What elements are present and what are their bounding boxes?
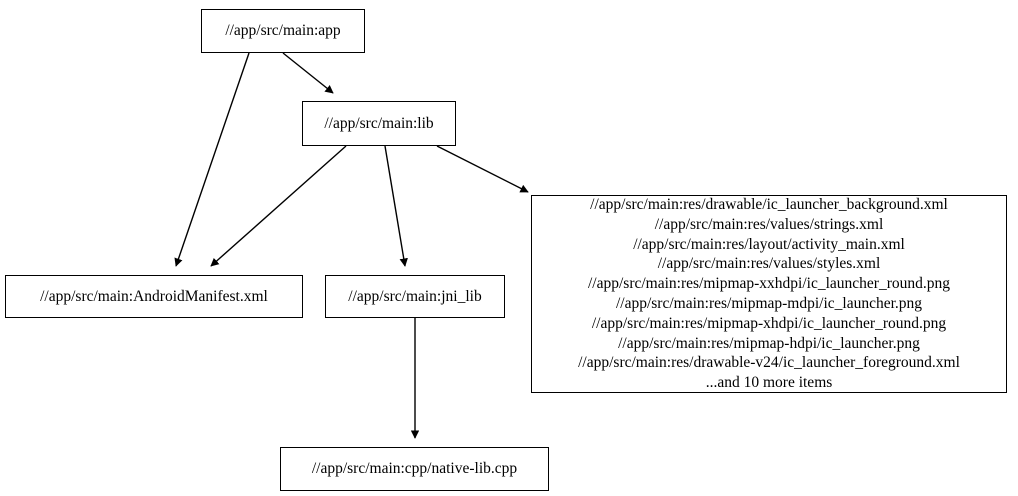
graph-node-androidmanifest[interactable]: //app/src/main:AndroidManifest.xml: [5, 275, 303, 318]
graph-node-app[interactable]: //app/src/main:app: [201, 9, 365, 53]
graph-node-native-lib-cpp-label: //app/src/main:cpp/native-lib.cpp: [311, 460, 518, 478]
graph-node-androidmanifest-label: //app/src/main:AndroidManifest.xml: [40, 287, 268, 305]
edge-lib-to-androidmanifest: [210, 145, 347, 267]
graph-node-resources[interactable]: //app/src/main:res/drawable/ic_launcher_…: [531, 195, 1007, 393]
graph-node-lib-label: //app/src/main:lib: [324, 114, 434, 132]
graph-node-app-label: //app/src/main:app: [225, 22, 341, 40]
graph-node-jni-lib[interactable]: //app/src/main:jni_lib: [325, 275, 505, 318]
edge-app-to-androidmanifest: [174, 52, 250, 267]
edge-app-to-lib: [282, 52, 334, 94]
edge-lib-to-jni-lib: [384, 145, 408, 267]
graph-node-lib[interactable]: //app/src/main:lib: [302, 101, 456, 146]
graph-node-resources-label: //app/src/main:res/drawable/ic_launcher_…: [578, 196, 960, 392]
graph-node-jni-lib-label: //app/src/main:jni_lib: [348, 287, 482, 305]
graph-node-native-lib-cpp[interactable]: //app/src/main:cpp/native-lib.cpp: [280, 447, 549, 491]
edge-lib-to-resources: [436, 145, 529, 193]
